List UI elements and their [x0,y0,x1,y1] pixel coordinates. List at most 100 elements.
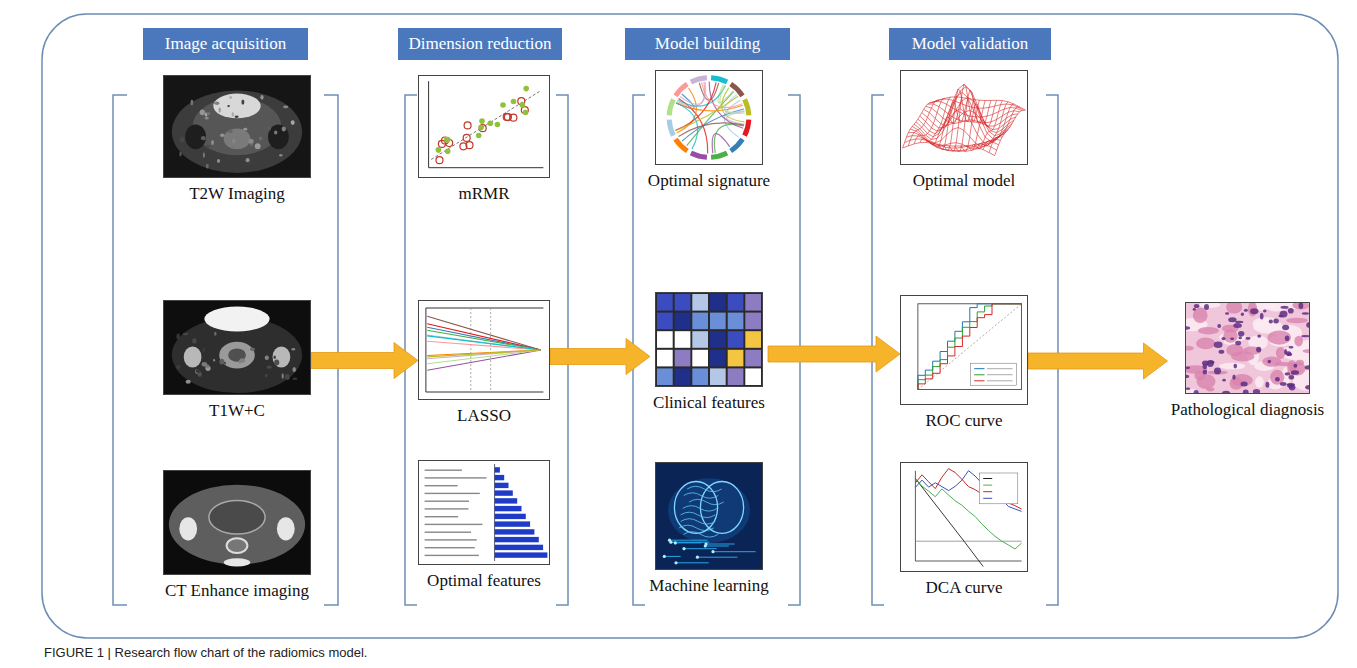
illustration-part [710,313,726,330]
illustration-part [510,114,517,121]
illustration-part [713,551,756,552]
illustration-part [192,338,196,343]
illustration-part [425,524,483,525]
illustration-part [418,300,550,400]
illustration-part [163,470,311,575]
illustration-part [906,136,998,152]
illustration-part [207,112,211,115]
illustration-part [669,120,673,136]
illustration-part [204,307,269,332]
thumbnail-illustration [163,75,311,178]
illustration-part [495,552,548,557]
illustration-part [900,70,1028,165]
illustration-part [213,94,260,119]
illustration-part [1223,329,1238,343]
illustration-part [425,532,471,533]
illustration-part [977,102,1008,148]
flow-arrow [1028,343,1168,379]
illustration-part [488,121,494,127]
illustration-part [918,304,1022,390]
illustration-part [970,363,1016,385]
illustration-part [745,313,761,330]
illustration-part [720,85,745,113]
illustration-part [655,462,763,570]
illustration-part [1289,375,1295,380]
illustration-part [243,128,247,131]
illustration-part [169,485,305,565]
illustration-part [900,295,1028,405]
illustration-part [235,115,239,118]
illustration-part [987,368,1013,369]
illustration-part [1289,346,1294,348]
illustration-part [214,332,217,336]
thumbnail-illustration [900,295,1028,405]
illustration-part [1292,302,1309,310]
illustration-part [205,117,209,120]
illustration-part [728,313,744,330]
illustration-part [418,75,550,178]
illustration-part [427,350,541,370]
illustration-part [983,485,992,486]
illustration-part [922,97,1014,132]
illustration-part [240,130,246,132]
illustration-part [728,294,744,311]
panel-label: LASSO [457,406,511,426]
illustration-part [444,137,450,143]
illustration-part [728,368,744,385]
illustration-part [202,347,205,352]
illustration-part [228,348,246,361]
illustration-part [681,512,716,517]
illustration-part [427,350,541,357]
illustration-part [679,525,714,530]
illustration-part [1185,302,1310,394]
illustration-part [186,380,191,384]
illustration-part [655,70,763,165]
illustration-part [674,541,677,544]
image-panel: Optimal features [418,460,550,591]
illustration-part [684,548,717,549]
illustration-part [470,308,471,392]
illustration-part [1225,312,1229,315]
illustration-part [674,482,717,534]
stage-header: Model building [625,28,790,60]
illustration-part [1275,377,1280,382]
illustration-part [918,304,1022,390]
illustration-part [185,124,206,149]
illustration-part [218,107,221,113]
stage-header: Image acquisition [143,28,308,60]
illustration-part [664,556,680,557]
illustration-part [228,129,233,133]
illustration-part [676,96,738,130]
illustration-part [274,131,277,135]
illustration-part [670,540,708,541]
illustration-part [183,333,188,336]
illustration-part [1193,308,1208,323]
illustration-part [495,506,522,511]
illustration-part [692,331,708,348]
illustration-part [900,70,1028,165]
illustration-part [687,486,722,491]
illustration-part [495,483,509,488]
illustration-part [464,122,471,129]
illustration-part [227,538,248,553]
illustration-part [669,99,673,115]
illustration-part [710,331,726,348]
illustration-part [1185,302,1310,394]
illustration-part [1280,382,1287,386]
illustration-part [684,532,719,537]
illustration-part [445,148,451,154]
illustration-part [745,99,749,115]
illustration-part [500,102,506,108]
illustration-part [211,140,214,145]
illustration-part [445,137,451,143]
illustration-part [711,78,727,82]
illustration-part [681,519,716,524]
illustration-part [479,125,486,132]
illustration-part [495,521,530,526]
illustration-part [271,158,274,160]
illustration-part [248,162,251,164]
illustration-part [260,95,263,100]
panel-label: ROC curve [926,411,1003,431]
illustration-part [418,460,550,565]
illustration-part [714,124,744,152]
